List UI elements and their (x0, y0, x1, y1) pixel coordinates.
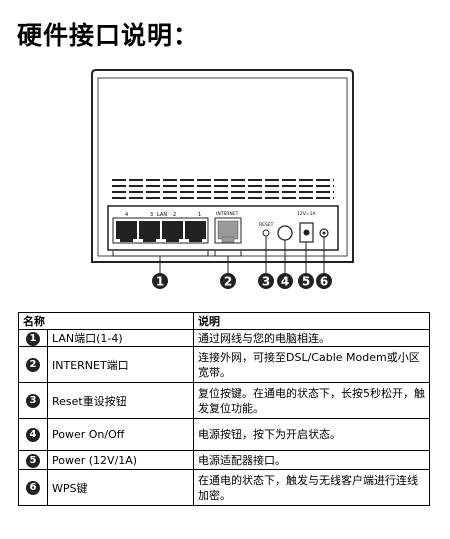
port-description: 连接外网，可接至DSL/Cable Modem或小区宽带。 (193, 346, 430, 383)
svg-text:2: 2 (224, 275, 232, 289)
port-name: INTERNET端口 (47, 346, 194, 383)
port-name: Power On/Off (47, 418, 194, 451)
lan-port-3 (162, 221, 183, 242)
lan-port-1 (116, 221, 137, 242)
reset-hole (262, 229, 270, 237)
lan-label: LAN (157, 212, 167, 218)
port-description: 在通电的状态下，触发与无线客户端进行连线加密。 (193, 469, 430, 506)
callout-5: 5 (298, 273, 314, 289)
port-name: LAN端口(1-4) (47, 329, 194, 347)
internet-port (217, 220, 239, 243)
lan-port-4 (185, 221, 206, 242)
port-description: 复位按键。在通电的状态下，长按5秒松开，触发复位功能。 (193, 382, 430, 419)
lan-port-number-1: 1 (198, 212, 201, 218)
power-button (277, 225, 293, 241)
table-row: 6 WPS键 在通电的状态下，触发与无线客户端进行连线加密。 (18, 469, 430, 506)
router-back-panel-illustration: 4 3 LAN 2 1 INTERNET RESET 12V=1A 1 2 (91, 69, 354, 289)
row-number-badge: 3 (26, 394, 40, 408)
lan-port-number-3: 3 (150, 212, 153, 218)
callout-1: 1 (152, 273, 168, 289)
port-description: 电源适配器接口。 (193, 450, 430, 470)
internet-label: INTERNET (216, 211, 239, 217)
port-name: WPS键 (47, 469, 194, 506)
callout-4: 4 (277, 273, 293, 289)
row-number-badge: 5 (26, 453, 40, 468)
table-row: 5 Power (12V/1A) 电源适配器接口。 (18, 450, 430, 470)
lan-port-2 (139, 221, 160, 242)
power-jack-label: 12V=1A (297, 211, 316, 217)
interface-spec-table: 名称 说明 1 LAN端口(1-4) 通过网线与您的电脑相连。 2 INTERN… (18, 312, 430, 506)
table-row: 4 Power On/Off 电源按钮，按下为开启状态。 (18, 418, 430, 451)
row-number-badge: 1 (26, 331, 40, 346)
svg-text:3: 3 (262, 275, 270, 289)
callout-2: 2 (220, 273, 236, 289)
svg-text:1: 1 (156, 275, 164, 289)
callout-3: 3 (258, 273, 274, 289)
port-description: 电源按钮，按下为开启状态。 (193, 418, 430, 451)
table-header-row: 名称 说明 (18, 312, 430, 330)
table-row: 1 LAN端口(1-4) 通过网线与您的电脑相连。 (18, 329, 430, 347)
table-row: 2 INTERNET端口 连接外网，可接至DSL/Cable Modem或小区宽… (18, 346, 430, 383)
lan-port-number-4: 4 (125, 212, 128, 218)
router-inner-outline (97, 77, 348, 257)
svg-text:6: 6 (320, 275, 328, 289)
header-description: 说明 (193, 312, 430, 330)
table-row: 3 Reset重设按钮 复位按键。在通电的状态下，长按5秒松开，触发复位功能。 (18, 382, 430, 419)
port-name: Power (12V/1A) (47, 450, 194, 470)
port-description: 通过网线与您的电脑相连。 (193, 329, 430, 347)
lan-port-number-2: 2 (173, 212, 176, 218)
svg-text:5: 5 (302, 275, 310, 289)
row-number-badge: 6 (26, 481, 40, 495)
reset-label: RESET (259, 222, 274, 228)
vent-slots (112, 179, 334, 199)
page-title: 硬件接口说明： (17, 21, 200, 50)
port-name: Reset重设按钮 (47, 382, 194, 419)
row-number-badge: 2 (26, 358, 40, 372)
row-number-badge: 4 (26, 428, 40, 442)
callout-6: 6 (316, 273, 332, 289)
svg-text:4: 4 (281, 275, 289, 289)
header-name: 名称 (18, 312, 194, 330)
callout-leader-lines (112, 236, 325, 274)
